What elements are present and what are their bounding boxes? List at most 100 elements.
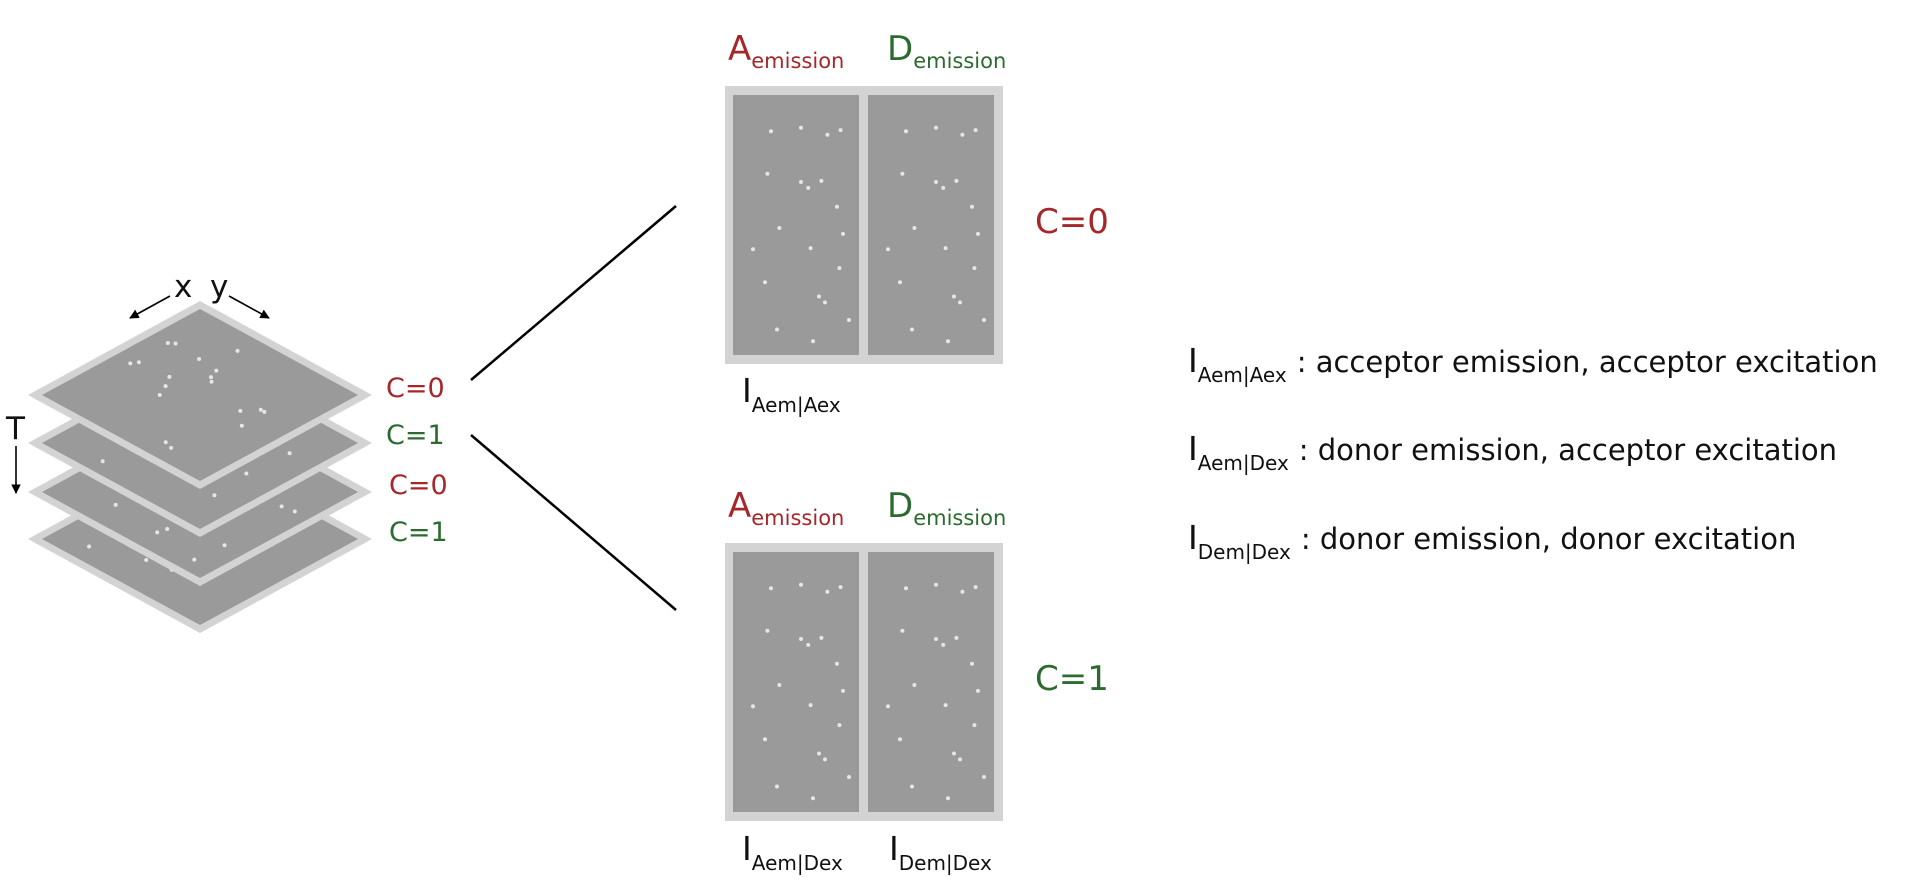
spot [777, 683, 782, 688]
spot [973, 128, 978, 133]
spot [823, 300, 827, 305]
plane-spot [197, 356, 202, 361]
plane-spot [87, 544, 92, 549]
stack-layers [28, 301, 372, 633]
plane-spot [192, 557, 197, 562]
image-plane [28, 301, 372, 489]
spot [943, 703, 948, 708]
spot [912, 226, 917, 231]
spot [941, 185, 946, 190]
spot [808, 703, 813, 708]
stack-layer-label: C=0 [386, 373, 445, 404]
spot [808, 246, 813, 251]
spot [811, 796, 815, 801]
plane-spot [212, 493, 217, 498]
spot [806, 185, 811, 190]
spot [973, 585, 978, 590]
spot [958, 300, 962, 305]
spot [904, 586, 908, 591]
spot [806, 642, 811, 647]
spot [825, 589, 830, 594]
legend: IAem|Aex: acceptor emission, acceptor ex… [1188, 341, 1878, 564]
intensity-label: IAem|Aex [742, 371, 841, 417]
intensity-label: IDem|Dex [889, 829, 992, 875]
plane-spot [157, 393, 162, 398]
intensity-label: IAem|Dex [742, 829, 843, 875]
plane-spot [136, 360, 141, 365]
spot [837, 266, 842, 271]
spot [934, 637, 938, 641]
plane-spot [239, 423, 244, 428]
donor-channel-panel [868, 95, 994, 355]
spot [972, 723, 977, 728]
donor-spots [886, 125, 986, 344]
spot [775, 784, 779, 789]
spot [847, 318, 851, 323]
spot [952, 751, 956, 756]
plane-spot [113, 502, 118, 507]
spot [799, 637, 803, 641]
y-axis-arrow [228, 295, 270, 319]
spot [958, 757, 962, 762]
acceptor-spots [751, 582, 851, 801]
spot [799, 180, 803, 184]
spot [841, 231, 845, 236]
spot [751, 704, 755, 709]
plane-spot [287, 451, 292, 456]
spot [912, 683, 917, 688]
donor-emission-header: Demission [887, 29, 1006, 73]
spot [941, 642, 946, 647]
connector-line-top [470, 205, 677, 381]
spot [799, 582, 803, 587]
spot [946, 339, 950, 344]
spot [946, 796, 950, 801]
plane-spot [144, 557, 149, 562]
spot [841, 688, 845, 693]
plane-spot [262, 409, 267, 414]
channel-label: C=1 [1035, 659, 1109, 699]
spot [819, 635, 824, 640]
spot [751, 247, 755, 252]
spot [819, 178, 824, 183]
spot [886, 704, 890, 709]
spot [972, 266, 977, 271]
plane-spot [169, 445, 174, 450]
plane-spot [214, 368, 219, 373]
image-stack: x y T C=0 C=1 C=0 C=1 [5, 269, 448, 633]
plane-spot [163, 440, 168, 445]
spot [943, 246, 948, 251]
plane-surface [42, 309, 358, 481]
channel-label: C=0 [1035, 202, 1109, 242]
spot [777, 226, 782, 231]
plane-spot [292, 509, 297, 514]
spot [835, 661, 839, 666]
plane-spot [222, 543, 227, 548]
spot [934, 582, 938, 587]
frame-c0: Aemission Demission C=0 IAem|Aex [725, 29, 1109, 417]
spot [769, 586, 773, 591]
plane-spot [167, 374, 172, 379]
acceptor-spots [751, 125, 851, 344]
t-axis-label: T [5, 411, 26, 447]
plane-spot [209, 379, 214, 384]
spot [898, 280, 902, 285]
frame-c1: Aemission Demission C=1 IAem|Dex IDem|De… [725, 486, 1109, 875]
spot [976, 688, 980, 693]
spot [847, 775, 851, 780]
spot [910, 327, 914, 332]
spot [900, 628, 905, 633]
spot [838, 585, 843, 590]
y-axis-label: y [210, 269, 228, 305]
spot [960, 132, 965, 137]
x-axis-label: x [174, 269, 192, 305]
spot [982, 775, 986, 780]
spot [886, 247, 890, 252]
plane-spot [165, 340, 170, 345]
plane-spot [238, 408, 243, 413]
spot [837, 723, 842, 728]
legend-item: IDem|Dex: donor emission, donor excitati… [1188, 518, 1796, 564]
spot [898, 737, 902, 742]
legend-item: IAem|Dex: donor emission, acceptor excit… [1188, 429, 1837, 475]
plane-spot [165, 527, 170, 532]
